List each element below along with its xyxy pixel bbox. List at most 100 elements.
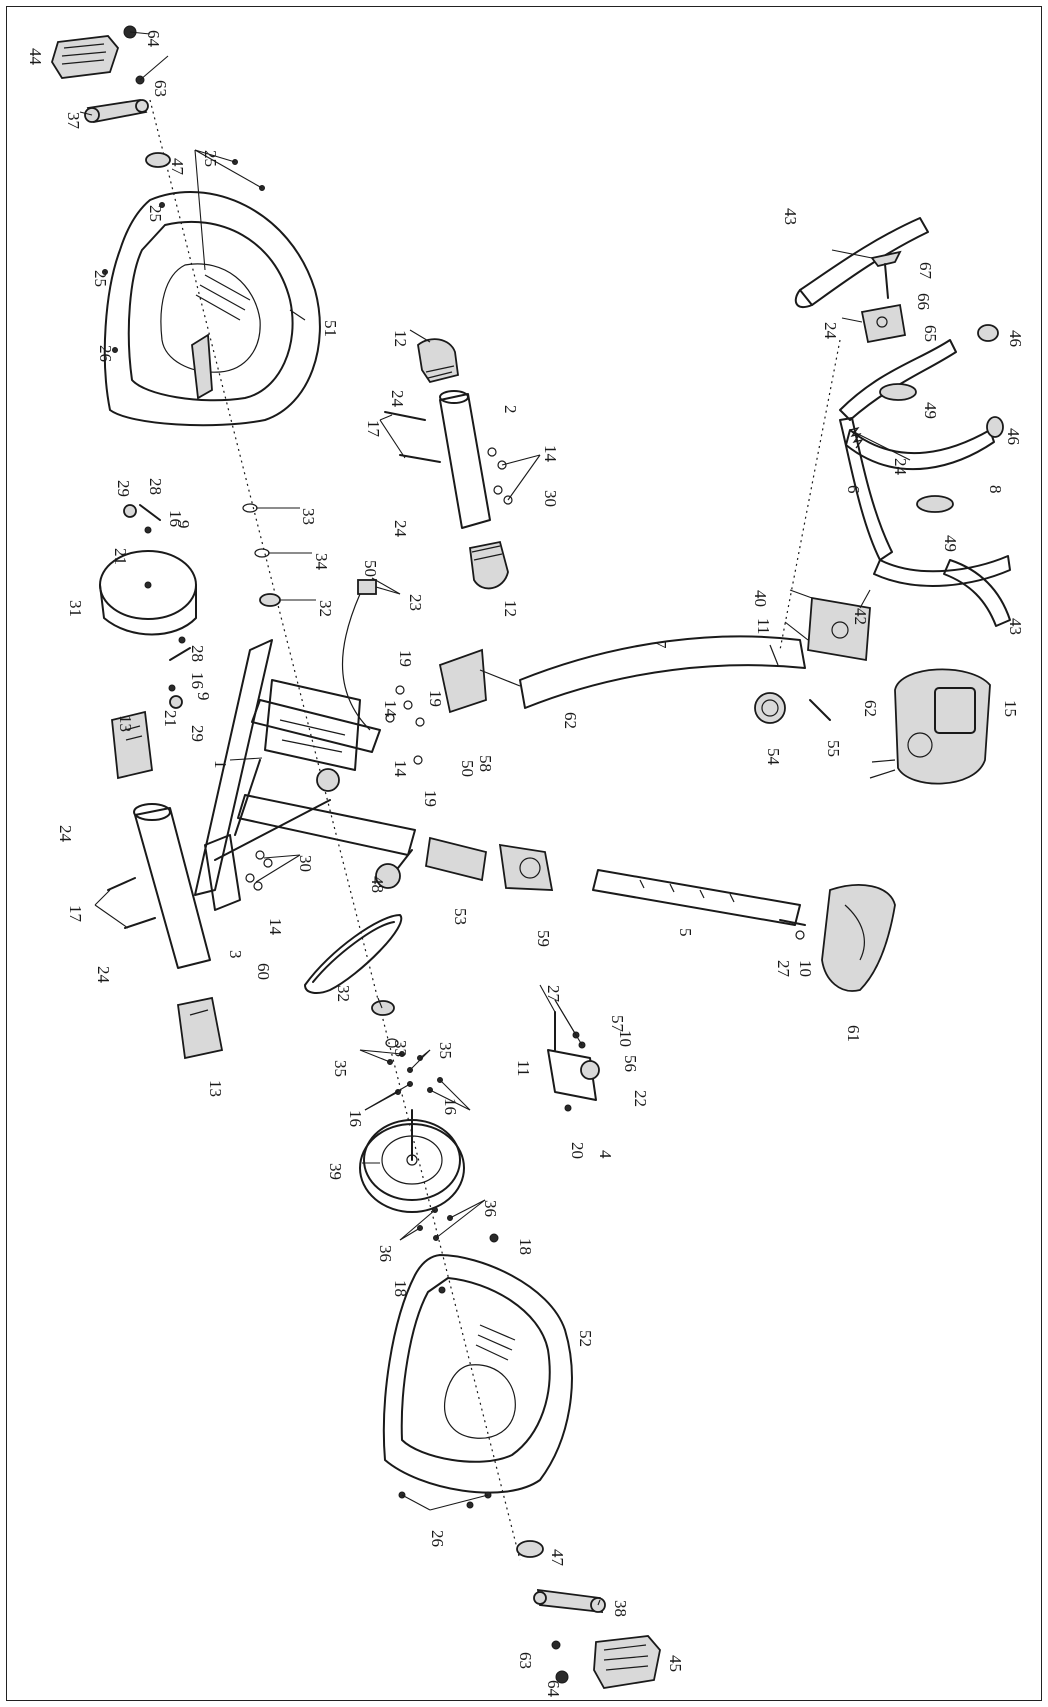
bolts-17-bottom bbox=[107, 877, 156, 929]
bolt-55 bbox=[809, 699, 831, 721]
part-label-59: 59 bbox=[534, 930, 553, 947]
bearing-32-bottom bbox=[371, 1000, 395, 1016]
part-label-30: 30 bbox=[541, 490, 560, 507]
part-label-49: 49 bbox=[921, 402, 940, 419]
seat-61 bbox=[821, 884, 896, 992]
assembly-axis-lines bbox=[149, 99, 841, 1561]
part-label-19: 19 bbox=[421, 790, 440, 807]
screws-25-26-top bbox=[102, 159, 265, 353]
part-label-29: 29 bbox=[188, 725, 207, 742]
part-label-64: 64 bbox=[144, 30, 163, 48]
part-label-22: 22 bbox=[631, 1090, 650, 1107]
handlebar-post-7 bbox=[519, 635, 806, 709]
bearing-33-top bbox=[242, 503, 258, 513]
right-pedal bbox=[593, 1635, 661, 1689]
part-label-24: 24 bbox=[94, 966, 113, 984]
part-label-24: 24 bbox=[388, 390, 407, 408]
handlebar-8 bbox=[839, 339, 995, 471]
part-label-46: 46 bbox=[1006, 330, 1025, 347]
tension-knob-58 bbox=[438, 648, 521, 714]
part-label-1: 1 bbox=[211, 760, 230, 769]
adjust-knob-54 bbox=[754, 692, 786, 724]
part-label-16: 16 bbox=[188, 672, 207, 689]
end-cap-13-top bbox=[111, 710, 153, 780]
part-label-12: 12 bbox=[501, 600, 520, 617]
part-label-60: 60 bbox=[254, 963, 273, 980]
part-label-14: 14 bbox=[391, 760, 410, 778]
part-label-62: 62 bbox=[561, 712, 580, 729]
part-label-63: 63 bbox=[516, 1652, 535, 1669]
cap-47-top bbox=[145, 152, 171, 168]
part-label-42: 42 bbox=[851, 608, 870, 625]
part-label-26: 26 bbox=[428, 1530, 447, 1547]
part-label-35: 35 bbox=[331, 1060, 350, 1077]
end-cap-13-bottom bbox=[176, 996, 224, 1060]
part-label-26: 26 bbox=[96, 345, 115, 362]
seat-post-5 bbox=[592, 869, 801, 926]
handlebar-43-top bbox=[794, 217, 929, 309]
cap-47-bottom bbox=[516, 1540, 544, 1558]
part-label-13: 13 bbox=[206, 1080, 225, 1097]
part-label-24: 24 bbox=[821, 322, 840, 340]
part-label-55: 55 bbox=[824, 740, 843, 757]
part-label-23: 23 bbox=[406, 594, 425, 611]
part-label-54: 54 bbox=[764, 748, 783, 766]
part-label-24: 24 bbox=[891, 458, 910, 476]
part-label-33: 33 bbox=[391, 1040, 410, 1057]
part-label-34: 34 bbox=[312, 553, 331, 571]
part-label-53: 53 bbox=[451, 908, 470, 925]
front-stabilizer-3 bbox=[133, 803, 211, 969]
part-label-14: 14 bbox=[381, 700, 400, 718]
small-hardware-19-14 bbox=[385, 685, 425, 765]
part-label-43: 43 bbox=[1006, 618, 1025, 635]
part-label-14: 14 bbox=[266, 918, 285, 936]
end-cap-12-top bbox=[417, 338, 459, 384]
right-chain-cover bbox=[382, 1254, 573, 1494]
bearing-32-top bbox=[259, 593, 281, 607]
part-label-65: 65 bbox=[921, 325, 940, 342]
part-label-31: 31 bbox=[66, 600, 85, 617]
seat-tube-2 bbox=[439, 390, 491, 529]
part-label-16: 16 bbox=[166, 510, 185, 527]
part-label-21: 21 bbox=[111, 548, 130, 565]
part-label-9: 9 bbox=[194, 692, 213, 701]
sleeve-53 bbox=[424, 836, 488, 882]
part-label-19: 19 bbox=[426, 690, 445, 707]
part-label-17: 17 bbox=[364, 420, 383, 438]
knob-48 bbox=[375, 849, 413, 889]
pulley-bolts bbox=[387, 1051, 443, 1095]
part-label-36: 36 bbox=[481, 1200, 500, 1217]
part-label-25: 25 bbox=[201, 150, 220, 167]
part-label-29: 29 bbox=[114, 480, 133, 497]
part-label-47: 47 bbox=[168, 158, 187, 176]
part-label-51: 51 bbox=[321, 320, 340, 337]
part-label-2: 2 bbox=[501, 405, 520, 414]
part-label-43: 43 bbox=[781, 208, 800, 225]
part-label-8: 8 bbox=[986, 485, 1005, 494]
part-label-30: 30 bbox=[296, 855, 315, 872]
bolts-17-top bbox=[384, 411, 441, 463]
bracket-49-bottom bbox=[916, 495, 954, 513]
console-plate-42 bbox=[807, 596, 871, 662]
part-label-28: 28 bbox=[146, 478, 165, 495]
belt-pulley-39 bbox=[359, 1109, 465, 1213]
part-label-25: 25 bbox=[146, 205, 165, 222]
part-label-3: 3 bbox=[226, 950, 245, 959]
part-label-24: 24 bbox=[391, 520, 410, 538]
handlebar-6 bbox=[839, 417, 1011, 587]
right-crank-arm bbox=[533, 1588, 606, 1614]
console-15 bbox=[869, 668, 991, 785]
left-chain-cover bbox=[103, 191, 321, 427]
part-label-33: 33 bbox=[299, 508, 318, 525]
bracket-49-top bbox=[879, 383, 917, 401]
part-label-63: 63 bbox=[151, 80, 170, 97]
spring-pad bbox=[849, 427, 864, 449]
end-plug-46-top bbox=[977, 324, 999, 342]
part-label-27: 27 bbox=[544, 985, 563, 1003]
axle-parts-bottom bbox=[168, 636, 191, 709]
part-label-18: 18 bbox=[391, 1280, 410, 1297]
bushing-59 bbox=[498, 843, 554, 891]
part-label-37: 37 bbox=[64, 112, 83, 130]
part-label-13: 13 bbox=[116, 715, 135, 732]
